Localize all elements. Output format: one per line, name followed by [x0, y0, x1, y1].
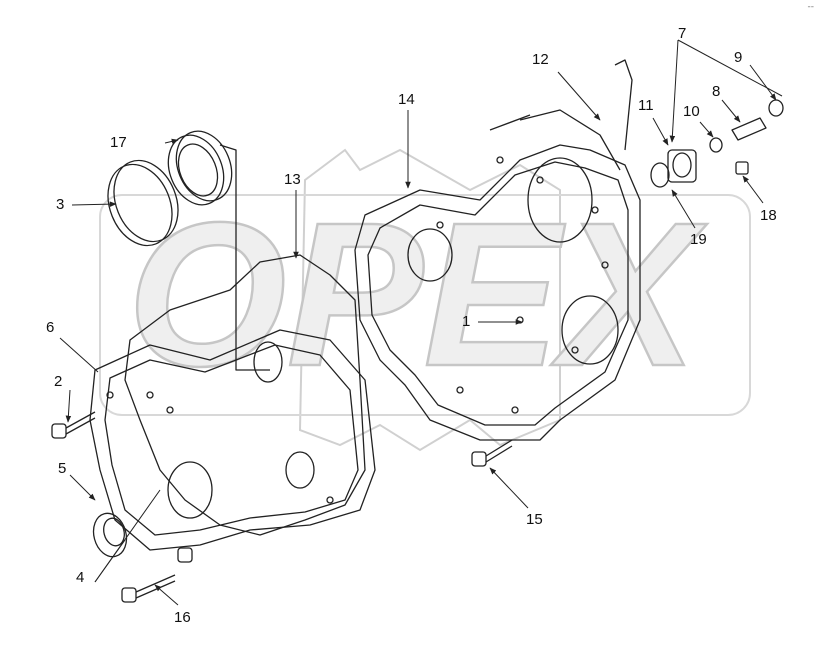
- part-screw: [735, 161, 749, 175]
- callout-9: 9: [734, 49, 743, 66]
- callout-7: 7: [678, 25, 687, 42]
- part-washer: [709, 137, 723, 153]
- part-fitting: [731, 117, 767, 141]
- callout-18: 18: [760, 207, 777, 224]
- part-seal: [92, 512, 128, 558]
- callout-4: 4: [76, 569, 85, 586]
- bracket-line: [219, 144, 270, 371]
- leader-lines: [59, 39, 783, 606]
- callout-19: 19: [690, 231, 707, 248]
- gasket-hole: [253, 341, 283, 383]
- part-cap: [768, 99, 784, 117]
- callout-6: 6: [46, 319, 55, 336]
- callout-17: 17: [110, 134, 127, 151]
- callout-14: 14: [398, 91, 415, 108]
- parts-drawing: [51, 59, 784, 603]
- part-bolt-right: [471, 439, 513, 467]
- callout-11: 11: [638, 97, 654, 114]
- callout-5: 5: [58, 460, 67, 477]
- part-bolt-left: [51, 411, 96, 439]
- callout-12: 12: [532, 51, 549, 68]
- part-bolts: [121, 547, 193, 603]
- callout-3: 3: [56, 196, 65, 213]
- watermark-text: OPEX: [127, 180, 707, 409]
- part-gear-housing: [354, 59, 641, 441]
- callout-13: 13: [284, 171, 301, 188]
- callout-16: 16: [174, 609, 191, 626]
- callout-8: 8: [712, 83, 721, 100]
- part-cover-disc: [107, 159, 179, 247]
- part-front-cover: [89, 329, 376, 551]
- part-pump-assembly: [650, 99, 784, 188]
- callout-10: 10: [683, 103, 700, 120]
- part-seal-ring: [167, 130, 233, 206]
- corner-mark: --: [807, 2, 815, 12]
- callout-15: 15: [526, 511, 543, 528]
- callout-2: 2: [54, 373, 63, 390]
- callout-1: 1: [462, 313, 471, 330]
- watermark-logo: OPEX: [99, 148, 751, 452]
- part-o-ring: [650, 162, 670, 188]
